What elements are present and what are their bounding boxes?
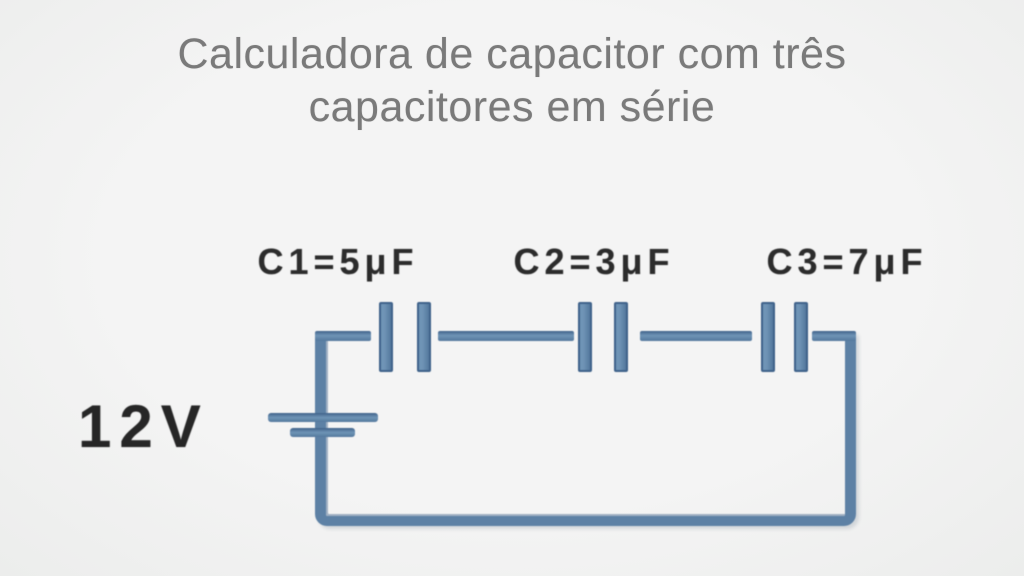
capacitor-c3-plate-right xyxy=(794,302,808,372)
capacitor-c2-plate-right xyxy=(614,302,628,372)
battery-positive-plate xyxy=(268,413,378,422)
capacitor-c1-plate-left xyxy=(379,302,393,372)
top-wire-segment-3 xyxy=(640,331,752,341)
top-wire-segment-2 xyxy=(438,331,574,341)
capacitor-c1-label: C1=5μF xyxy=(257,241,419,282)
capacitor-c2-label: C2=3μF xyxy=(513,241,675,282)
capacitor-c3-label: C3=7μF xyxy=(766,241,928,282)
title-line-1: Calculadora de capacitor com três xyxy=(177,30,847,78)
title-line-2: capacitores em série xyxy=(308,83,716,131)
capacitor-c3-plate-left xyxy=(761,302,775,372)
page-title: Calculadora de capacitor com três capaci… xyxy=(0,28,1024,134)
top-wire-segment-1 xyxy=(315,331,371,341)
capacitor-c1-plate-right xyxy=(417,302,431,372)
capacitor-c2-plate-left xyxy=(578,302,592,372)
top-wire-segment-4 xyxy=(812,331,856,341)
voltage-source-label: 12V xyxy=(78,393,209,460)
battery-negative-plate xyxy=(290,428,355,437)
